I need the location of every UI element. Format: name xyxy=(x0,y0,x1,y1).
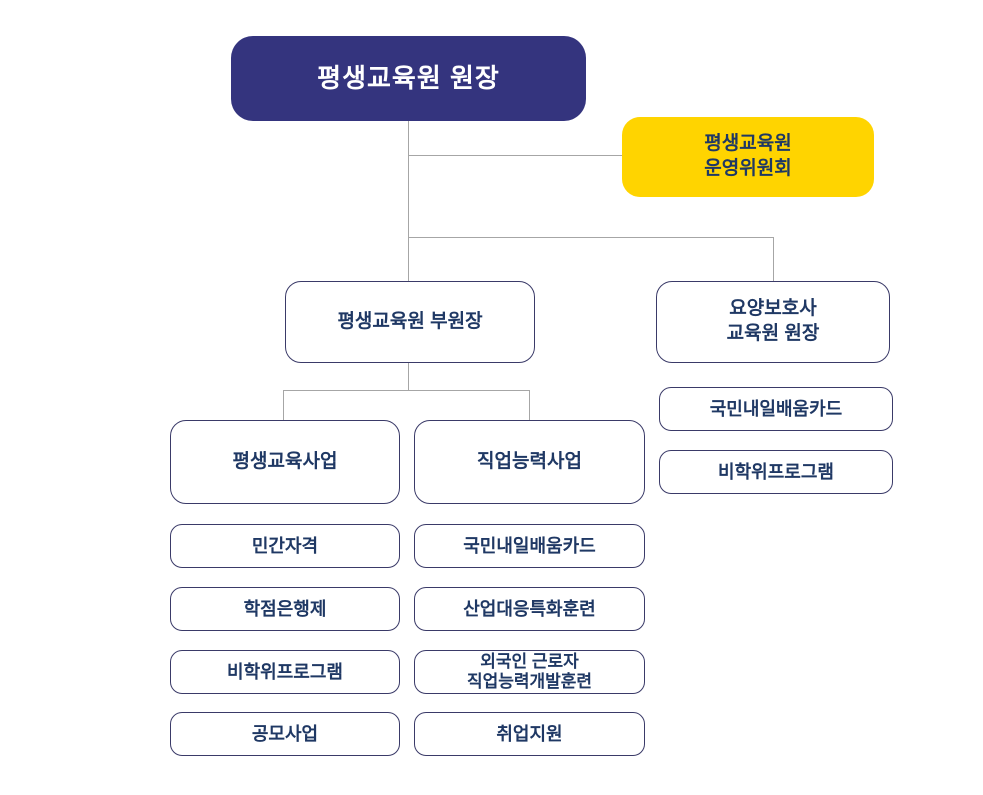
care-program-box: 비학위프로그램 xyxy=(659,450,893,494)
vocational-program-label: 산업대응특화훈련 xyxy=(463,598,596,619)
vice-director-box: 평생교육원 부원장 xyxy=(285,281,535,363)
care-program-label: 국민내일배움카드 xyxy=(709,398,843,419)
vocational-program-box: 취업지원 xyxy=(414,712,645,756)
connector-root-vertical xyxy=(408,121,409,281)
division-lifelong-label: 평생교육사업 xyxy=(232,450,338,472)
connector-committee-branch xyxy=(408,155,622,156)
division-lifelong-box: 평생교육사업 xyxy=(170,420,400,504)
vocational-program-label: 취업지원 xyxy=(496,723,563,744)
lifelong-program-label: 민간자격 xyxy=(251,535,319,556)
director-box: 평생교육원 원장 xyxy=(231,36,586,121)
vice-director-label: 평생교육원 부원장 xyxy=(337,310,483,332)
care-director-label: 요양보호사 교육원 원장 xyxy=(726,298,820,344)
care-program-box: 국민내일배움카드 xyxy=(659,387,893,431)
lifelong-program-box: 비학위프로그램 xyxy=(170,650,400,694)
division-vocational-box: 직업능력사업 xyxy=(414,420,645,504)
vocational-program-box: 외국인 근로자 직업능력개발훈련 xyxy=(414,650,645,694)
connector-vocational-vertical xyxy=(529,390,530,420)
lifelong-program-label: 학점은행제 xyxy=(243,598,327,619)
steering-committee-box: 평생교육원 운영위원회 xyxy=(622,117,874,197)
division-vocational-label: 직업능력사업 xyxy=(477,450,582,472)
connector-divisions-horizontal xyxy=(283,390,529,391)
lifelong-program-box: 학점은행제 xyxy=(170,587,400,631)
lifelong-program-box: 공모사업 xyxy=(170,712,400,756)
connector-lifelong-vertical xyxy=(283,390,284,420)
lifelong-program-box: 민간자격 xyxy=(170,524,400,568)
vocational-program-box: 산업대응특화훈련 xyxy=(414,587,645,631)
director-label: 평생교육원 원장 xyxy=(317,62,500,93)
connector-vice-director-vertical xyxy=(408,363,409,390)
vocational-program-label: 국민내일배움카드 xyxy=(463,535,596,556)
vocational-program-label: 외국인 근로자 직업능력개발훈련 xyxy=(466,652,593,691)
connector-care-director-vertical xyxy=(773,237,774,281)
care-director-box: 요양보호사 교육원 원장 xyxy=(656,281,890,363)
lifelong-program-label: 공모사업 xyxy=(251,723,319,744)
vocational-program-box: 국민내일배움카드 xyxy=(414,524,645,568)
steering-committee-label: 평생교육원 운영위원회 xyxy=(704,133,792,179)
lifelong-program-label: 비학위프로그램 xyxy=(227,661,343,682)
care-program-label: 비학위프로그램 xyxy=(718,461,834,482)
connector-level2-horizontal xyxy=(408,237,773,238)
